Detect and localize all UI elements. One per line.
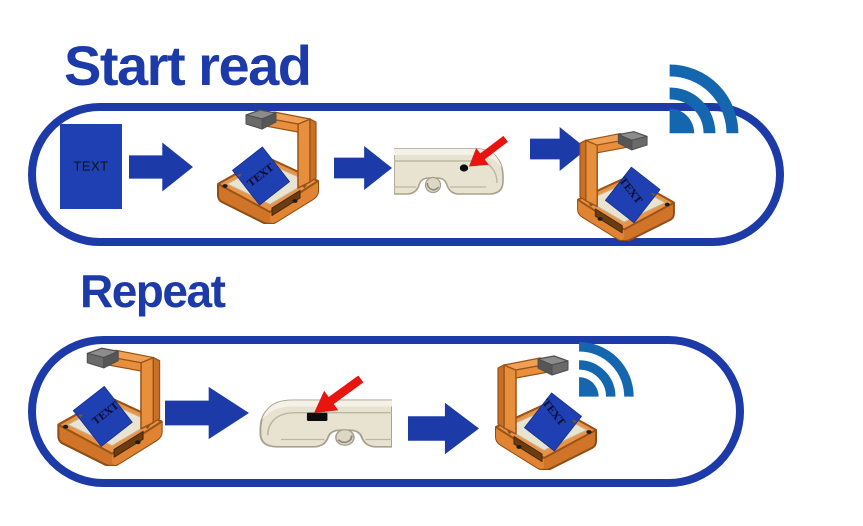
- start-read-flow-container: [28, 103, 784, 246]
- flow-arrow-icon: [408, 402, 479, 455]
- start-button: [459, 164, 469, 172]
- wifi-signal-icon: [662, 62, 740, 135]
- repeat-flow-container: [28, 336, 744, 487]
- start-button-closeup: [394, 148, 504, 195]
- wifi-signal-icon: [573, 340, 635, 398]
- text-document-label: TEXT: [73, 158, 109, 174]
- repeat-button: [306, 412, 328, 421]
- section-title-repeat: Repeat: [80, 265, 226, 317]
- flow-arrow-icon: [334, 146, 392, 190]
- repeat-button-closeup: [259, 399, 392, 448]
- flow-arrow-icon: [165, 386, 249, 440]
- flow-arrow-icon: [129, 142, 193, 192]
- text-document: [60, 124, 122, 209]
- section-title-start-read: Start read: [64, 34, 312, 97]
